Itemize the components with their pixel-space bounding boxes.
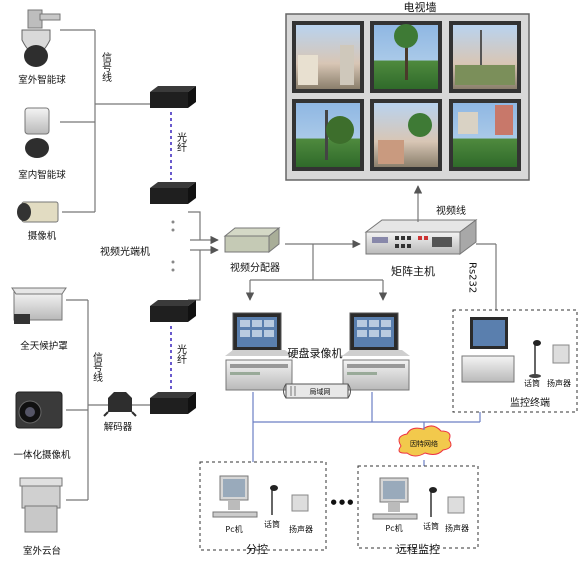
sub-control-label: 分控 xyxy=(246,542,268,556)
integrated-camera-label: 一体化摄像机 xyxy=(13,449,71,461)
optical-transceiver-bottom-1 xyxy=(150,300,196,322)
box-camera-label: 摄像机 xyxy=(28,230,57,242)
lan-cylinder: 局域网 xyxy=(283,383,351,399)
tv-wall-label: 电视墙 xyxy=(404,0,437,14)
optical-transceiver-top-1 xyxy=(150,86,196,108)
optical-transceiver-bottom-2 xyxy=(150,392,196,414)
fiber-bottom: 光纤 xyxy=(170,326,187,390)
lan-label: 局域网 xyxy=(310,387,331,396)
video-line-label: 视频线 xyxy=(436,204,466,217)
remote-speaker-label: 扬声器 xyxy=(445,523,469,533)
monitor-speaker-label: 扬声器 xyxy=(547,378,571,388)
remote-mic-label: 话筒 xyxy=(423,521,439,531)
decoder: 解码器 xyxy=(103,392,137,433)
optical-transceiver-top-2 xyxy=(150,182,196,204)
signal-line-top-label: 信号线 xyxy=(100,52,112,82)
integrated-camera: 一体化摄像机 xyxy=(13,391,71,461)
box-camera: 摄像机 xyxy=(17,201,59,242)
monitor-terminal: 话筒 扬声器 监控终端 xyxy=(452,309,578,413)
sub-mic-label: 话筒 xyxy=(264,519,280,529)
sub-control-box: Pc机 话筒 扬声器 分控 xyxy=(199,422,327,556)
matrix-to-tvwall: 视频线 xyxy=(413,185,466,222)
signal-line-bottom-label: 信号线 xyxy=(91,352,103,382)
internet-cloud: 因特网络 xyxy=(398,422,452,457)
indoor-dome-camera: 室内智能球 xyxy=(18,107,66,181)
distributor-label: 视频分配器 xyxy=(230,261,280,274)
inputs-to-distributor xyxy=(188,211,219,301)
remote-monitor-label: 远程监控 xyxy=(396,542,440,556)
outdoor-ptz-label: 室外云台 xyxy=(23,545,61,557)
video-distributor: 视频分配器 xyxy=(223,226,281,274)
monitor-terminal-label: 监控终端 xyxy=(510,396,550,409)
weatherproof-label: 全天候护罩 xyxy=(20,340,68,352)
sub-pc-label: Pc机 xyxy=(225,524,242,534)
dvr-2 xyxy=(342,312,410,391)
sub-speaker-label: 扬声器 xyxy=(289,524,313,534)
bottom-signal-wiring xyxy=(66,299,150,501)
fiber-top-label: 光纤 xyxy=(175,131,187,153)
lan-bus xyxy=(252,392,481,423)
matrix-label: 矩阵主机 xyxy=(391,264,435,278)
fiber-bottom-label: 光纤 xyxy=(175,343,187,365)
rs232-link: Rs232 xyxy=(467,243,497,310)
top-signal-wiring xyxy=(60,29,150,213)
dvr-label: 硬盘录像机 xyxy=(288,346,343,360)
rs232-label: Rs232 xyxy=(467,262,478,293)
indoor-dome-label: 室内智能球 xyxy=(18,169,66,181)
outdoor-dome-camera: 室外智能球 xyxy=(18,9,66,86)
remote-pc-label: Pc机 xyxy=(385,523,402,533)
to-dvr-wiring xyxy=(245,244,388,301)
fiber-top: 光纤 xyxy=(170,112,187,180)
internet-label: 因特网络 xyxy=(410,439,438,448)
outdoor-dome-label: 室外智能球 xyxy=(18,74,66,86)
weatherproof-housing-camera: 全天候护罩 xyxy=(11,287,68,352)
monitor-mic-label: 话筒 xyxy=(524,378,540,388)
video-optical-group: 视频光端机 xyxy=(100,220,175,272)
ellipsis-dots: ● ● ● xyxy=(331,498,354,506)
video-optical-label: 视频光端机 xyxy=(100,245,150,258)
outdoor-ptz: 室外云台 xyxy=(19,477,63,557)
matrix-host: 矩阵主机 xyxy=(364,219,478,278)
dvr-1 xyxy=(225,312,293,391)
tv-screens xyxy=(292,21,521,171)
decoder-label: 解码器 xyxy=(104,421,133,433)
remote-monitor-box: Pc机 话筒 扬声器 远程监控 xyxy=(357,460,479,556)
tv-wall: 电视墙 xyxy=(285,0,530,181)
